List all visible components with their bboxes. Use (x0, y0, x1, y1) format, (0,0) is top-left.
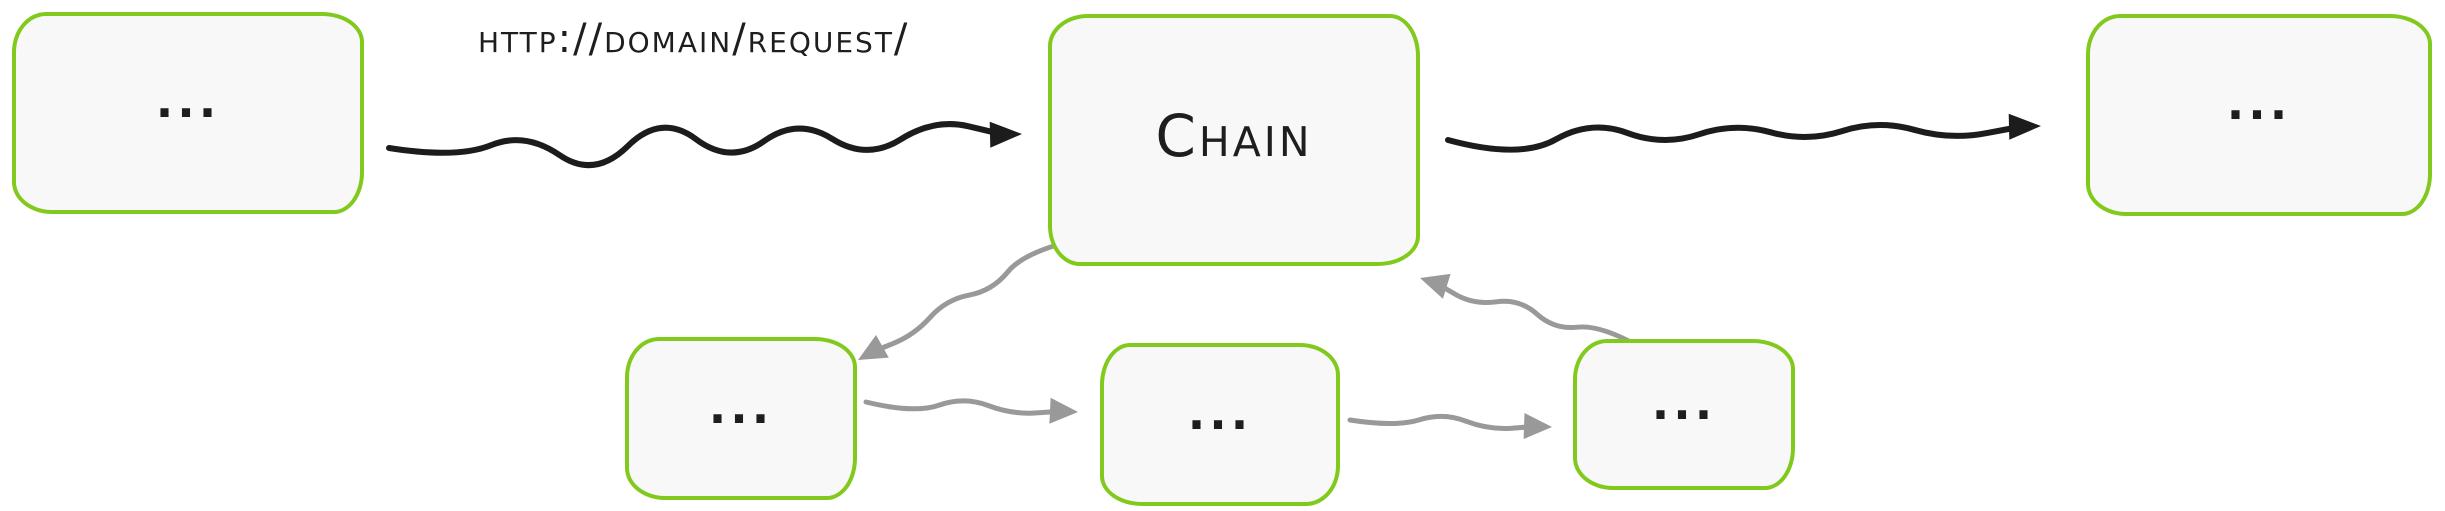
node-destination-label: ... (2226, 76, 2292, 130)
node-handler-1-label: ... (708, 379, 774, 434)
arrow-chain-to-h1 (858, 239, 1071, 360)
node-handler-2-label: ... (1187, 385, 1253, 440)
arrow-h2-to-h3 (1347, 413, 1552, 439)
arrow-request (386, 121, 1022, 169)
node-source-label: ... (155, 74, 221, 128)
node-handler-3-label: ... (1651, 375, 1717, 430)
arrow-h1-to-h2 (863, 397, 1078, 424)
node-chain-label: Chain (1155, 102, 1313, 170)
node-handler-2: ... (1100, 343, 1340, 506)
request-url-label: http://domain/request/ (478, 16, 910, 62)
node-handler-3: ... (1573, 339, 1795, 490)
node-chain: Chain (1048, 14, 1420, 266)
node-handler-1: ... (625, 337, 857, 500)
arrow-response (1445, 113, 2041, 153)
node-destination: ... (2086, 14, 2432, 216)
node-source: ... (12, 12, 364, 214)
arrow-h3-to-chain (1420, 273, 1641, 349)
